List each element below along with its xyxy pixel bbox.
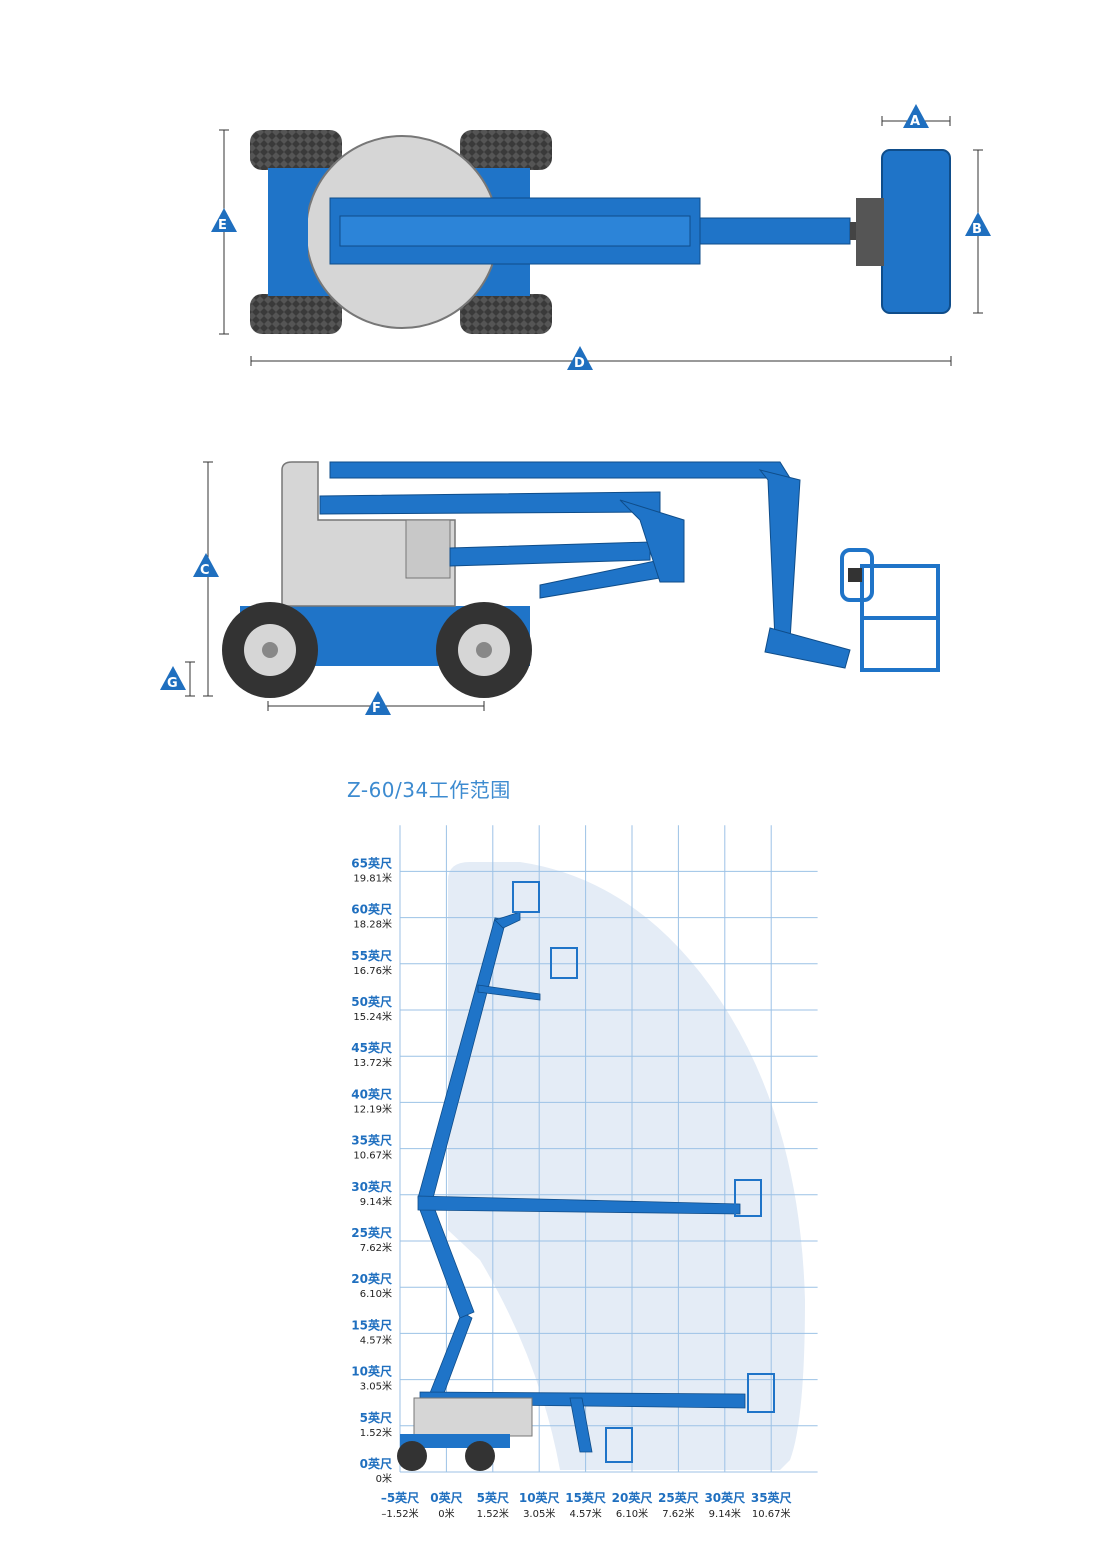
x-tick-label-ft: 20英尺 (612, 1490, 653, 1505)
platform-icon (512, 881, 775, 1463)
platform-icon (840, 548, 940, 672)
y-tick-label-ft: 45英尺 (351, 1040, 392, 1055)
x-tick-label-m: 9.14米 (709, 1507, 741, 1520)
y-tick-label-m: 0米 (376, 1472, 392, 1485)
y-tick-label-m: 12.19米 (353, 1102, 392, 1115)
wheel-icon (436, 602, 532, 698)
y-tick-label-m: 6.10米 (360, 1287, 392, 1300)
marker-a-label: A (910, 114, 920, 129)
x-tick-label-ft: 25英尺 (658, 1490, 699, 1505)
y-tick-label-ft: 65英尺 (351, 855, 392, 870)
y-tick-label-ft: 10英尺 (351, 1364, 392, 1379)
x-tick-label-ft: 0英尺 (430, 1490, 462, 1505)
x-tick-label-m: 1.52米 (477, 1507, 509, 1520)
y-tick-label-ft: 55英尺 (351, 948, 392, 963)
tire-icon (460, 294, 552, 334)
x-tick-label-m: 0米 (438, 1507, 454, 1520)
y-tick-label-ft: 35英尺 (351, 1133, 392, 1148)
y-tick-label-m: 16.76米 (353, 964, 392, 977)
x-tick-label-m: 6.10米 (616, 1507, 648, 1520)
y-tick-label-m: 4.57米 (360, 1333, 392, 1346)
y-tick-label-ft: 60英尺 (351, 902, 392, 917)
dimension-a: A (881, 104, 951, 129)
x-tick-label-m: 7.62米 (662, 1507, 694, 1520)
y-tick-label-m: 13.72米 (353, 1056, 392, 1069)
tire-icon (460, 130, 552, 170)
platform-top-icon (881, 149, 951, 314)
marker-b-label: B (972, 222, 982, 237)
y-tick-label-ft: 30英尺 (351, 1179, 392, 1194)
chart-title: Z-60/34工作范围 (347, 778, 511, 802)
side-view: C G F (160, 461, 940, 716)
marker-d-label: D (574, 356, 585, 371)
x-tick-label-m: –1.52米 (381, 1507, 418, 1520)
dimension-g: G (160, 661, 195, 697)
y-tick-label-ft: 50英尺 (351, 994, 392, 1009)
dimension-f: F (267, 691, 485, 716)
y-tick-label-m: 1.52米 (360, 1426, 392, 1439)
marker-c-label: C (200, 563, 210, 578)
x-tick-label-ft: 10英尺 (519, 1490, 560, 1505)
x-tick-label-ft: 35英尺 (751, 1490, 792, 1505)
top-view: E D A B (211, 104, 991, 371)
y-tick-label-ft: 25英尺 (351, 1225, 392, 1240)
y-tick-label-m: 7.62米 (360, 1241, 392, 1254)
y-tick-label-ft: 5英尺 (360, 1410, 392, 1425)
x-axis-labels: –5英尺 –1.52米 0英尺 0米 5英尺 1.52米 10英尺 3.05米 15英尺 4.57… (381, 1490, 792, 1520)
work-envelope (448, 862, 805, 1470)
y-tick-label-m: 19.81米 (353, 871, 392, 884)
y-tick-label-m: 9.14米 (360, 1195, 392, 1208)
x-tick-label-ft: 30英尺 (704, 1490, 745, 1505)
x-tick-label-m: 4.57米 (569, 1507, 601, 1520)
x-tick-label-ft: –5英尺 (381, 1490, 419, 1505)
x-tick-label-m: 10.67米 (752, 1507, 791, 1520)
x-tick-label-ft: 15英尺 (565, 1490, 606, 1505)
dimension-e: E (211, 129, 237, 335)
y-tick-label-m: 3.05米 (360, 1380, 392, 1393)
tire-icon (250, 130, 342, 170)
y-tick-label-ft: 15英尺 (351, 1317, 392, 1332)
x-tick-label-ft: 5英尺 (477, 1490, 509, 1505)
wheel-icon (222, 602, 318, 698)
y-tick-label-ft: 20英尺 (351, 1271, 392, 1286)
dimension-d: D (250, 346, 952, 371)
base-machine-icon (397, 1397, 533, 1471)
marker-f-label: F (372, 701, 381, 716)
tire-icon (250, 294, 342, 334)
y-tick-label-ft: 0英尺 (360, 1456, 392, 1471)
y-tick-label-m: 10.67米 (353, 1149, 392, 1162)
marker-g-label: G (167, 676, 178, 691)
boom-side (319, 461, 851, 669)
dimension-c: C (193, 461, 219, 697)
y-tick-label-m: 15.24米 (353, 1010, 392, 1023)
x-tick-label-m: 3.05米 (523, 1507, 555, 1520)
marker-e-label: E (218, 218, 227, 233)
y-tick-label-m: 18.28米 (353, 918, 392, 931)
dimension-b: B (965, 149, 991, 314)
y-tick-label-ft: 40英尺 (351, 1086, 392, 1101)
